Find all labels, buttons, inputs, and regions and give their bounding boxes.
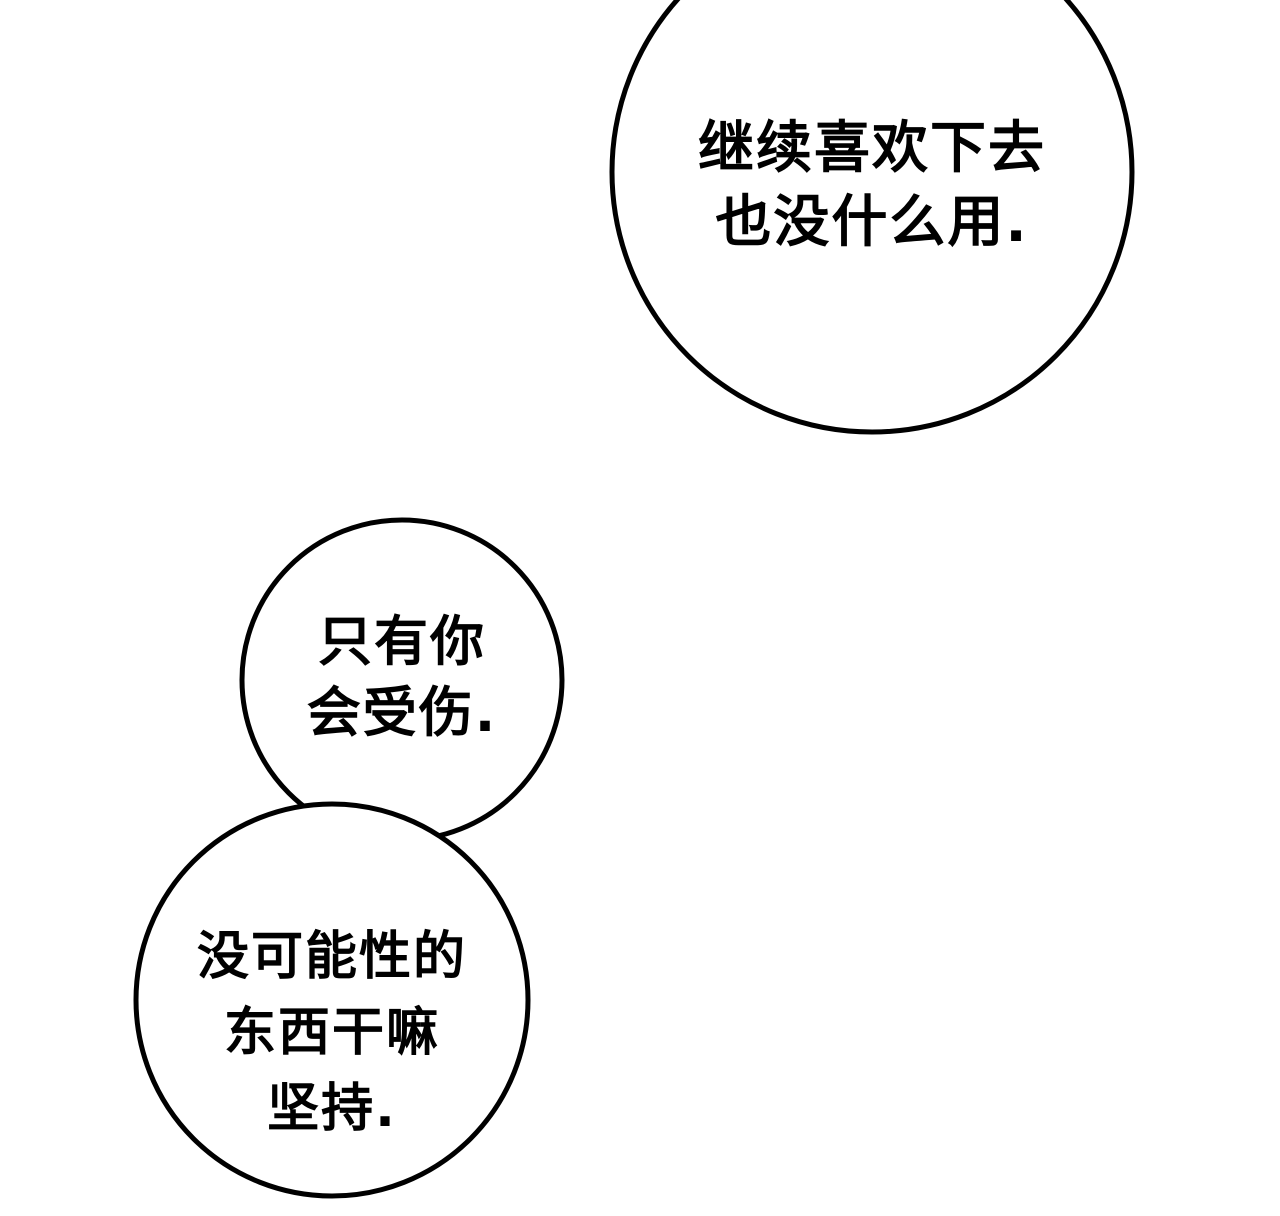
speech-line: 坚持. [267, 1078, 397, 1139]
speech-bubble-top [609, 0, 1135, 435]
speech-text-middle: 只有你 会受伤. [252, 606, 552, 749]
speech-line: 继续喜欢下去 [698, 116, 1046, 181]
speech-bubble-bottom [133, 801, 531, 1199]
speech-text-top: 继续喜欢下去 也没什么用. [622, 112, 1122, 260]
speech-text-bottom: 没可能性的 东西干嘛 坚持. [132, 920, 532, 1148]
speech-line: 没可能性的 [196, 927, 467, 987]
speech-line: 东西干嘛 [223, 1002, 440, 1063]
speech-line: 也没什么用. [715, 189, 1029, 255]
speech-line: 会受伤. [306, 681, 498, 745]
speech-line: 只有你 [318, 610, 486, 673]
